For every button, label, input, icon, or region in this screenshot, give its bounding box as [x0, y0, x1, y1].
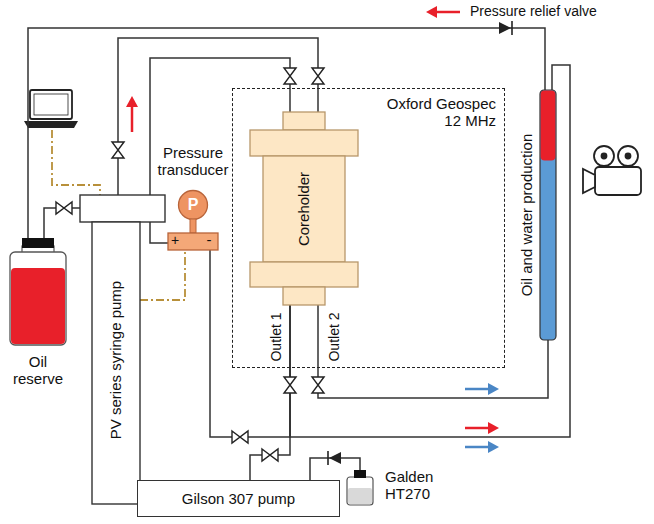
- node-outline: [347, 470, 373, 505]
- rect-shape: [541, 91, 556, 161]
- circle-shape: [618, 146, 638, 166]
- rect-shape: [283, 112, 325, 130]
- path-shape: [488, 422, 499, 434]
- rect-shape: [11, 268, 65, 344]
- data-cable: [52, 130, 100, 195]
- path-shape: [583, 169, 595, 193]
- outlet-label: Outlet 1: [268, 312, 284, 361]
- line-shape: [131, 106, 134, 132]
- valve-symbol: [312, 377, 324, 393]
- line-shape: [436, 11, 460, 14]
- flow-arrow: [465, 383, 499, 395]
- valve-symbol: [284, 377, 296, 393]
- rect-shape: [92, 222, 140, 504]
- gilson-pump: Gilson 307 pump: [137, 480, 340, 517]
- flow-arrow: [426, 6, 460, 18]
- pipe-line: [318, 305, 548, 398]
- rect-shape: [540, 90, 556, 340]
- path-shape: [488, 441, 499, 453]
- line-shape: [465, 446, 489, 449]
- rect-shape: [190, 219, 196, 233]
- valve-label: Pressure relief valve: [470, 3, 597, 19]
- rect-shape: [250, 130, 358, 156]
- rect-shape: [347, 477, 373, 505]
- path-shape: [488, 383, 499, 395]
- rect-shape: [595, 167, 641, 195]
- valve-symbol: [112, 142, 124, 158]
- line-shape: [511, 21, 513, 35]
- line-shape: [465, 427, 489, 430]
- node-label: Gilson 307 pump: [182, 490, 295, 507]
- circle-shape: [626, 154, 631, 159]
- coreholder: Coreholder: [250, 112, 358, 305]
- node-label: Oil and water production: [518, 134, 535, 297]
- rect-shape: [283, 287, 325, 305]
- rect-shape: [10, 252, 66, 345]
- flow-arrow: [465, 441, 499, 453]
- path-shape: [126, 96, 138, 107]
- node-label: PV series syringe pump: [107, 281, 124, 439]
- node-outline: [10, 238, 66, 345]
- production-tube: Oil and water production: [540, 90, 556, 340]
- path-shape: [329, 452, 341, 464]
- node-outline: [540, 90, 556, 340]
- terminal-label: -: [204, 231, 214, 248]
- terminal-label: +: [170, 232, 180, 248]
- video-camera: [583, 146, 641, 195]
- node-label: Oil reserve: [3, 353, 73, 388]
- flow-arrow: [465, 422, 499, 434]
- valve-symbol: [56, 202, 72, 214]
- path-shape: [499, 22, 511, 34]
- line-shape: [465, 388, 489, 391]
- circle-shape: [602, 154, 607, 159]
- path-shape: [426, 6, 437, 18]
- node-label: Pressure transducer: [153, 144, 233, 179]
- rect-shape: [250, 262, 358, 287]
- valve-symbol: [232, 431, 248, 443]
- line-shape: [327, 451, 329, 465]
- oil-bottle: Oil reserve: [10, 238, 66, 345]
- circle-shape: [594, 146, 614, 166]
- node-symbol-label: P: [168, 190, 218, 220]
- node-label: Galden HT270: [385, 468, 447, 503]
- flow-arrow: [126, 96, 138, 132]
- valve-symbol: [284, 68, 296, 84]
- valve-symbol: [262, 449, 278, 461]
- data-cable: [140, 250, 185, 300]
- valve-symbol: [312, 68, 324, 84]
- rect-shape: [354, 470, 366, 478]
- galden-bottle: Galden HT270: [347, 470, 373, 505]
- check-valve: [499, 21, 512, 35]
- laptop-base: [24, 121, 78, 128]
- outlet-label: Outlet 2: [326, 312, 342, 361]
- rect-shape: [263, 156, 345, 262]
- rect-shape: [348, 488, 372, 504]
- rect-shape: [80, 195, 165, 222]
- laptop-display: [34, 94, 68, 115]
- rect-shape: [22, 238, 54, 248]
- node-label: Oxford Geospec 12 MHz: [378, 95, 496, 130]
- laptop-screen: [30, 90, 72, 119]
- check-valve: [328, 451, 341, 465]
- syringe-pump: PV series syringe pump: [80, 195, 165, 505]
- node-label: Coreholder: [295, 171, 312, 245]
- pipe-line: [44, 208, 80, 238]
